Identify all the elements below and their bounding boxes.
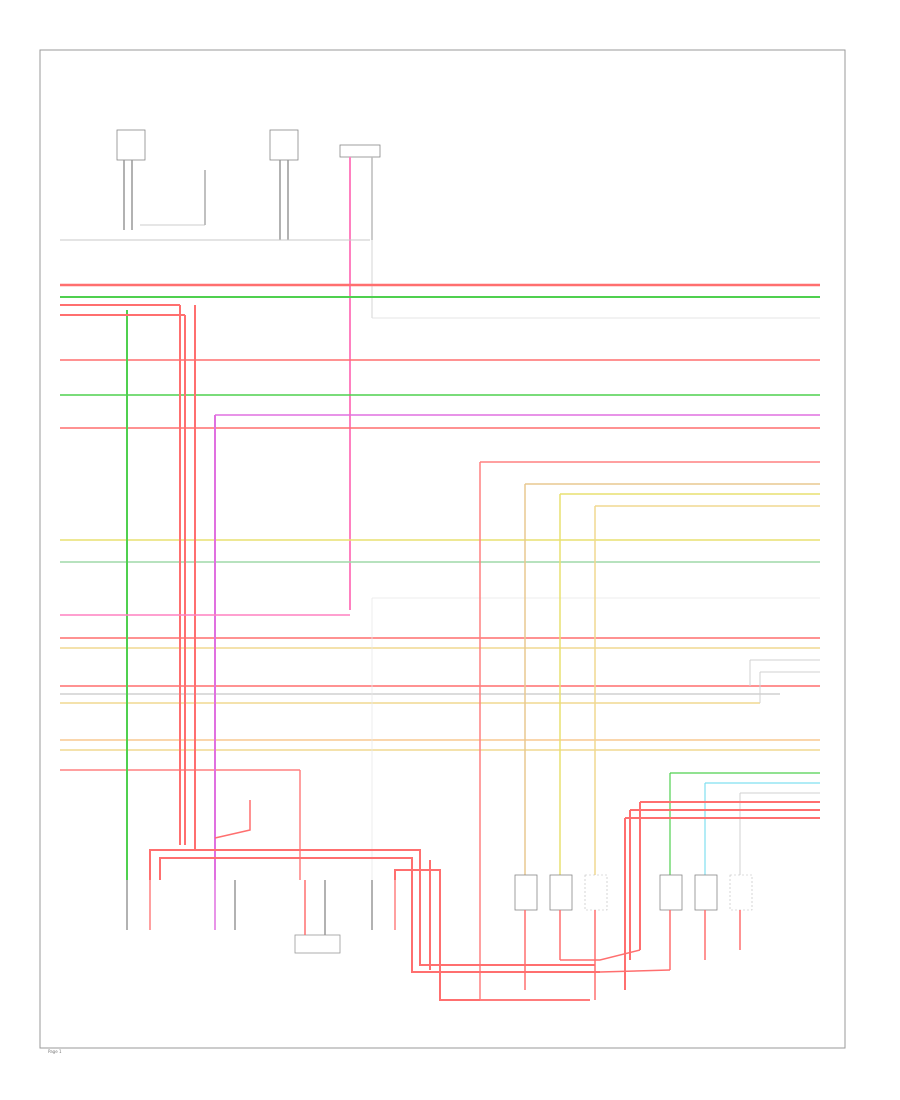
top-component-3 bbox=[269, 129, 299, 240]
relay-2a bbox=[659, 874, 683, 911]
bottom-component-4 bbox=[371, 880, 396, 930]
bottom-component-1 bbox=[126, 880, 151, 930]
horizontal-wires bbox=[60, 283, 820, 771]
relay-group-1 bbox=[514, 874, 608, 1000]
relay-1b bbox=[549, 874, 573, 911]
relay-1c bbox=[584, 874, 608, 911]
bottom-component-3 bbox=[294, 880, 341, 954]
top-component-2 bbox=[140, 170, 206, 226]
relay-1a bbox=[514, 874, 538, 911]
relay-2c bbox=[729, 874, 753, 911]
bottom-component-2 bbox=[214, 880, 236, 930]
right-bundle bbox=[624, 772, 820, 990]
harness-loop bbox=[149, 800, 641, 1001]
relay-group-2 bbox=[599, 874, 753, 973]
page-number: Page 1 bbox=[48, 1049, 62, 1054]
relay-2b bbox=[694, 874, 718, 911]
top-component-1 bbox=[116, 129, 146, 230]
diagram-frame bbox=[39, 49, 846, 1049]
vertical-wires bbox=[60, 304, 761, 1000]
top-component-4 bbox=[339, 144, 820, 610]
